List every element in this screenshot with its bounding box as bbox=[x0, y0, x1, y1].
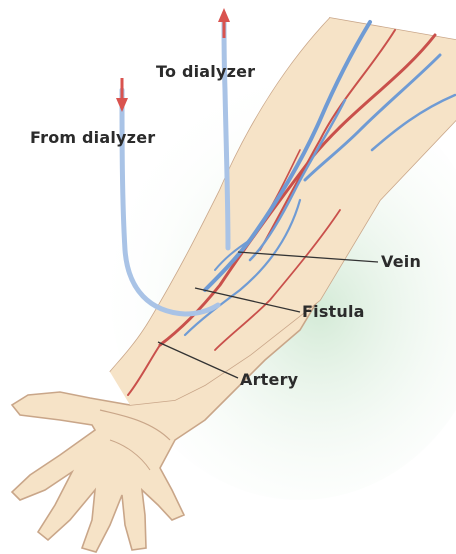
arrow-to-dialyzer bbox=[218, 8, 230, 38]
vein-label: Vein bbox=[381, 252, 421, 271]
fistula-label: Fistula bbox=[302, 302, 365, 321]
artery-label: Artery bbox=[240, 370, 298, 389]
arrow-from-dialyzer bbox=[116, 78, 128, 112]
from-dialyzer-label: From dialyzer bbox=[30, 128, 155, 147]
to-dialyzer-label: To dialyzer bbox=[156, 62, 255, 81]
